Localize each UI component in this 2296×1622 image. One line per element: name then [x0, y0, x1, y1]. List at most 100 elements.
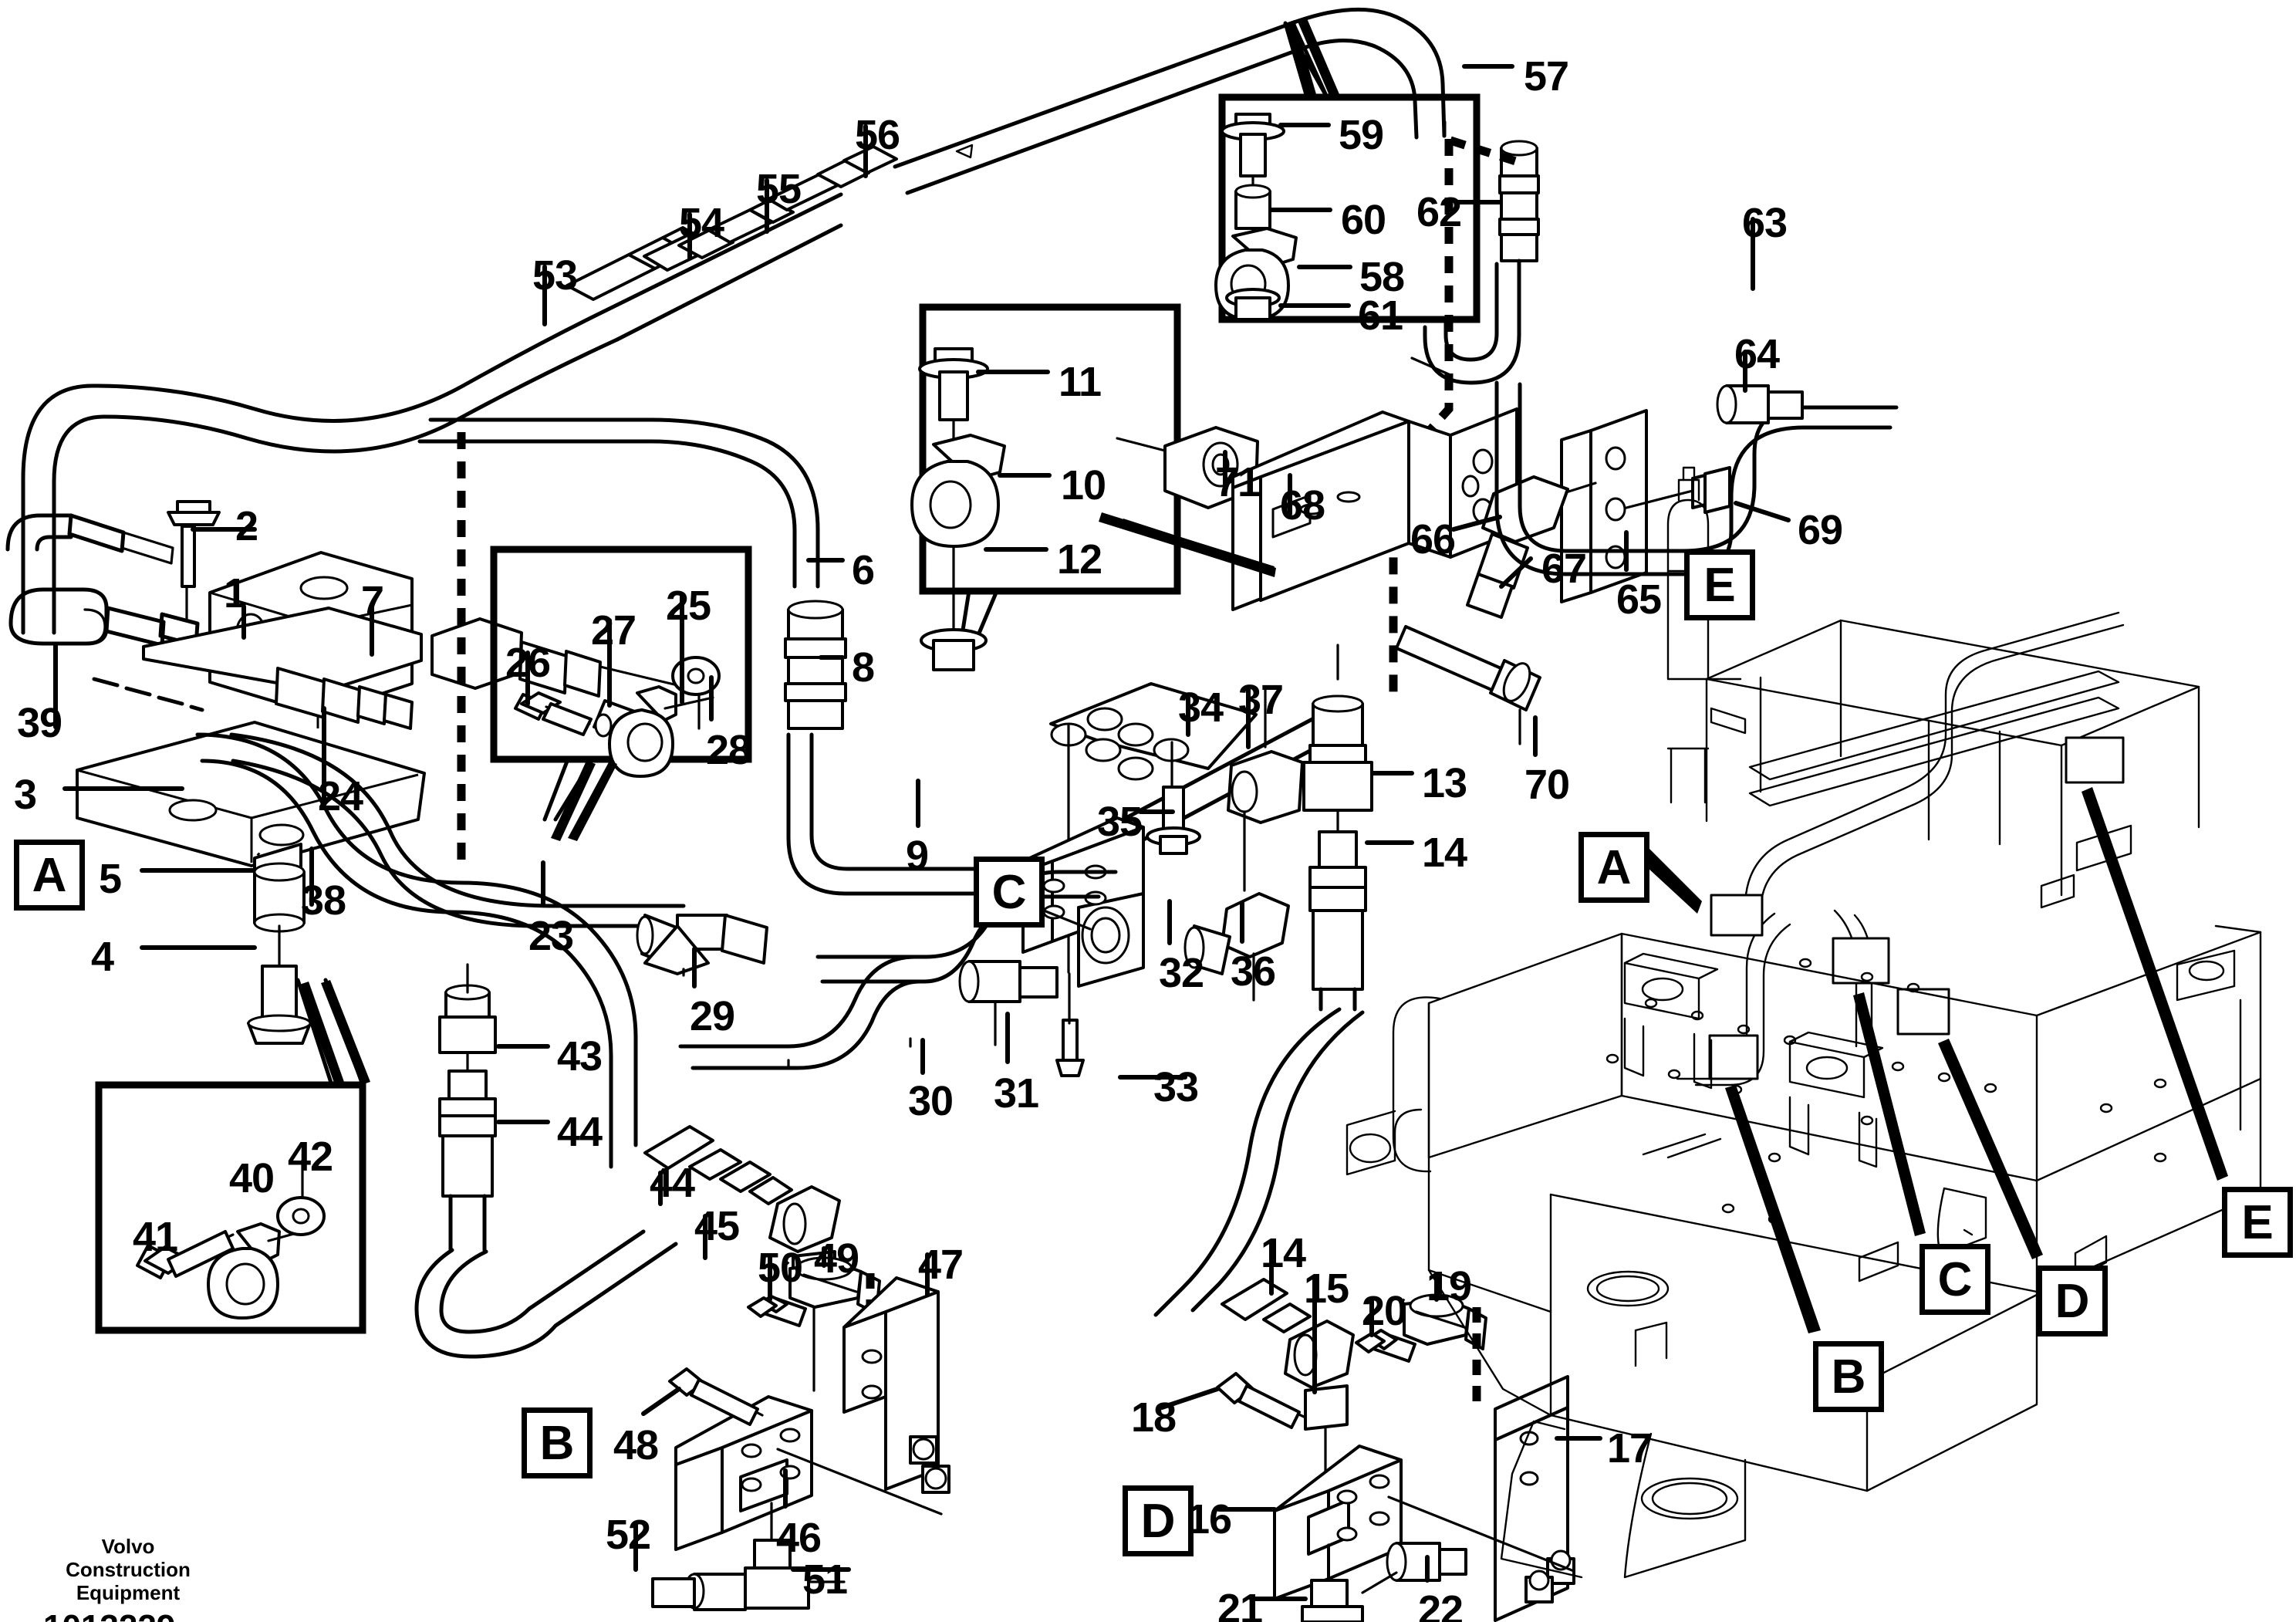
callout-11: 11 [1059, 359, 1102, 405]
callout-4: 4 [91, 934, 114, 980]
callout-18: 18 [1131, 1394, 1177, 1441]
inset-clamp-kit-58-61 [1214, 21, 1481, 323]
callout-28: 28 [706, 727, 751, 773]
bracket-47 [842, 1276, 950, 1494]
callout-12: 12 [1057, 536, 1102, 583]
hose-57 [1442, 120, 1524, 168]
callout-63: 63 [1742, 200, 1788, 246]
fitting-13-14 [1153, 644, 1373, 1317]
machine-frame-illustration [1346, 466, 2262, 1579]
callout-14-upper: 14 [1422, 830, 1467, 876]
callout-7: 7 [361, 578, 384, 624]
tube-63-64 [1494, 380, 1899, 576]
assembly-14-22 [1216, 1278, 1575, 1622]
callout-50: 50 [758, 1245, 803, 1291]
callout-56: 56 [855, 112, 900, 158]
callout-20: 20 [1362, 1288, 1407, 1334]
bracket-32 [1011, 688, 1304, 1077]
callout-22: 22 [1418, 1587, 1464, 1622]
callout-36: 36 [1231, 948, 1276, 995]
callout-37: 37 [1238, 677, 1284, 723]
brand-line-2: Equipment [76, 1580, 181, 1604]
callout-40: 40 [229, 1155, 275, 1201]
brand-line-1: Volvo Construction [66, 1535, 191, 1581]
fittings-7-24 [275, 617, 679, 730]
callout-44-upper: 44 [557, 1109, 603, 1155]
callout-2: 2 [235, 503, 258, 549]
callout-58: 58 [1359, 254, 1405, 300]
callout-53: 53 [532, 252, 578, 299]
callout-9: 9 [906, 833, 929, 879]
callout-13: 13 [1422, 760, 1467, 806]
callout-10: 10 [1061, 462, 1106, 509]
fitting-43-44 [414, 963, 678, 1359]
fitting-44-45 [643, 1125, 841, 1392]
callout-61: 61 [1358, 292, 1403, 339]
section-marker-b-left: B [522, 1407, 593, 1478]
callout-29: 29 [690, 993, 735, 1039]
callout-30: 30 [908, 1078, 954, 1124]
callout-68: 68 [1280, 482, 1325, 529]
bracket-65 [1466, 409, 1731, 619]
callout-17: 17 [1607, 1425, 1653, 1472]
callout-27: 27 [591, 607, 636, 654]
callout-65: 65 [1616, 576, 1662, 623]
callout-16: 16 [1187, 1496, 1232, 1543]
callout-14-lower: 14 [1261, 1230, 1306, 1276]
callout-66: 66 [1410, 516, 1456, 563]
tube-6-8-9 [417, 417, 1357, 896]
footer: Volvo Construction Equipment 1013229 [43, 1535, 213, 1622]
callout-54: 54 [679, 200, 724, 246]
callout-45: 45 [694, 1203, 740, 1249]
callout-43: 43 [557, 1033, 603, 1080]
section-marker-d-left: D [1123, 1485, 1194, 1556]
callout-42: 42 [288, 1134, 333, 1180]
fitting-62 [1389, 139, 1540, 694]
bracket-68-71 [1116, 357, 1518, 611]
callout-44-lower: 44 [650, 1160, 695, 1206]
callout-70: 70 [1524, 762, 1570, 808]
drawing-number: 1013229 [43, 1608, 213, 1622]
callout-24: 24 [318, 773, 363, 819]
callout-41: 41 [133, 1214, 178, 1260]
callout-55: 55 [756, 166, 802, 212]
callout-64: 64 [1734, 331, 1780, 377]
inset-clamp-kit-40-42 [95, 978, 366, 1334]
callout-49: 49 [814, 1235, 859, 1282]
callout-62: 62 [1416, 189, 1462, 235]
callout-46: 46 [776, 1515, 822, 1561]
callout-15: 15 [1304, 1265, 1349, 1312]
callout-51: 51 [802, 1556, 848, 1603]
callout-23: 23 [528, 913, 574, 959]
section-marker-c-left: C [974, 857, 1045, 928]
callout-59: 59 [1339, 112, 1384, 158]
callout-69: 69 [1798, 507, 1843, 553]
leader-lines [53, 64, 2228, 1601]
callout-38: 38 [301, 877, 346, 924]
callout-5: 5 [99, 856, 122, 902]
callout-1: 1 [224, 570, 247, 617]
callout-48: 48 [613, 1422, 659, 1468]
inset-clamp-kit-25-28 [490, 546, 752, 822]
section-marker-c-machine: C [1920, 1244, 1990, 1315]
section-marker-e-left: E [1684, 549, 1755, 620]
callout-52: 52 [606, 1512, 651, 1558]
inset-pointers [299, 19, 1339, 1085]
inset-clamp-kit-10-12 [910, 303, 1281, 671]
callout-34: 34 [1178, 684, 1224, 731]
callout-71: 71 [1215, 459, 1261, 505]
tube-38-23 [92, 677, 686, 1169]
bolt-70 [1395, 625, 1541, 745]
callout-60: 60 [1341, 197, 1386, 243]
callout-67: 67 [1541, 546, 1587, 592]
tube-30-31 [636, 870, 1118, 1070]
section-marker-b-machine: B [1813, 1341, 1884, 1412]
callout-33: 33 [1153, 1064, 1199, 1110]
callout-35: 35 [1097, 799, 1143, 845]
callout-6: 6 [852, 547, 875, 593]
callout-19: 19 [1427, 1263, 1472, 1309]
callout-31: 31 [994, 1070, 1039, 1117]
clamp-49-50 [747, 1256, 881, 1369]
